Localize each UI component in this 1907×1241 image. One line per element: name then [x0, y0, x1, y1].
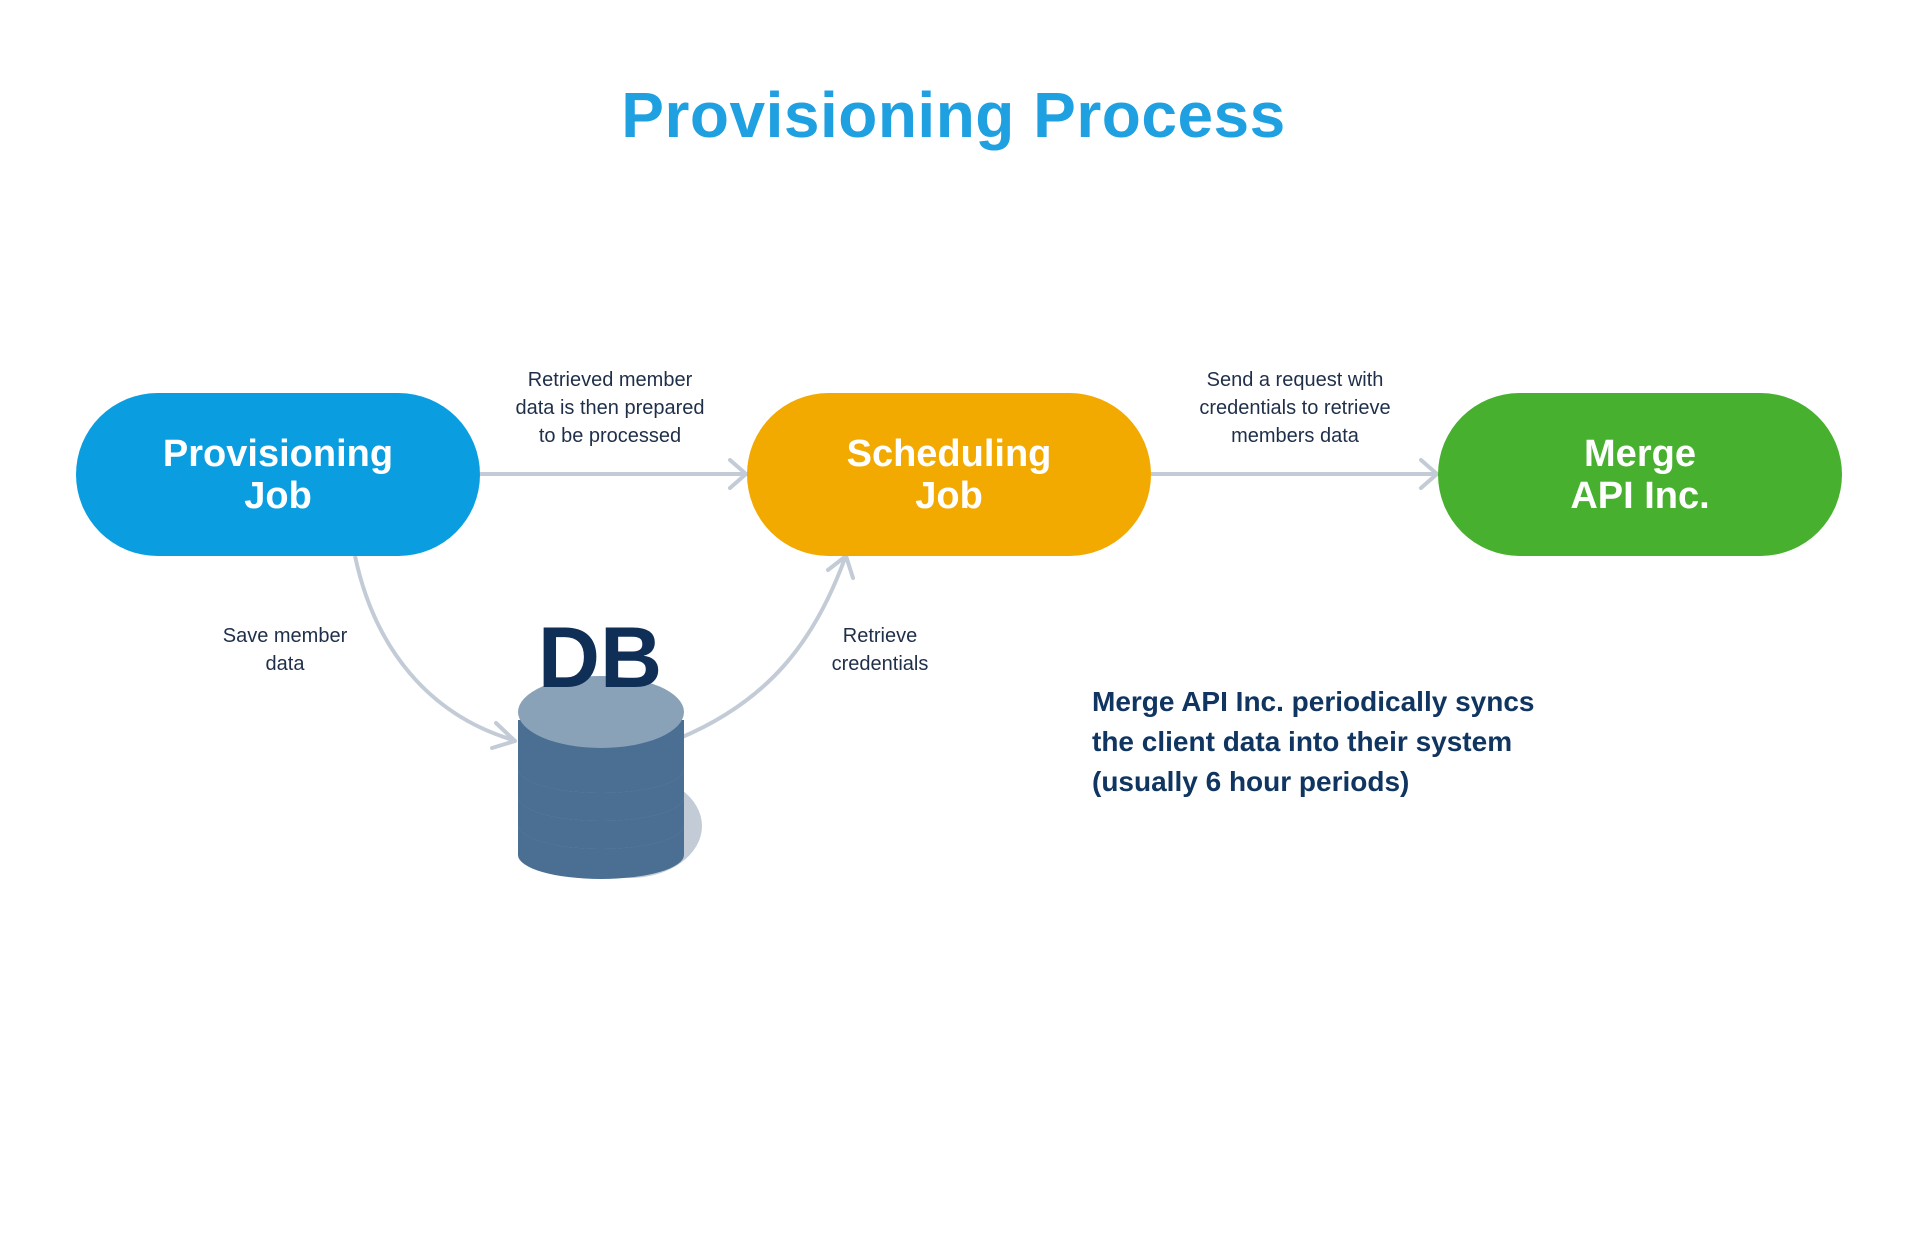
arrowhead-scheduling-to-merge	[1419, 458, 1439, 490]
edge-label-scheduling-to-merge: Send a request with credentials to retri…	[1199, 369, 1391, 447]
arrowhead-provisioning-to-db	[490, 721, 517, 750]
node-merge-api-label: Merge API Inc.	[1570, 432, 1710, 517]
diagram-title: Provisioning Process	[621, 79, 1286, 151]
node-provisioning-job: Provisioning Job	[76, 393, 480, 556]
database-icon	[518, 676, 702, 879]
database-label: DB	[537, 610, 663, 706]
edge-label-db-to-scheduling: Retrieve credentials	[831, 625, 929, 675]
arrowhead-db-to-scheduling	[826, 554, 855, 580]
node-merge-api: Merge API Inc.	[1438, 393, 1842, 556]
node-scheduling-job-label: Scheduling Job	[846, 432, 1052, 517]
sync-note: Merge API Inc. periodically syncs the cl…	[1092, 686, 1535, 797]
arrowhead-provisioning-to-scheduling	[728, 458, 748, 490]
node-scheduling-job: Scheduling Job	[747, 393, 1151, 556]
edge-label-provisioning-to-scheduling: Retrieved member data is then prepared t…	[515, 369, 705, 447]
node-provisioning-job-label: Provisioning Job	[162, 432, 394, 517]
arrow-db-to-scheduling	[679, 557, 847, 740]
edge-label-provisioning-to-db: Save member data	[222, 625, 348, 675]
arrow-provisioning-to-db	[353, 555, 514, 742]
